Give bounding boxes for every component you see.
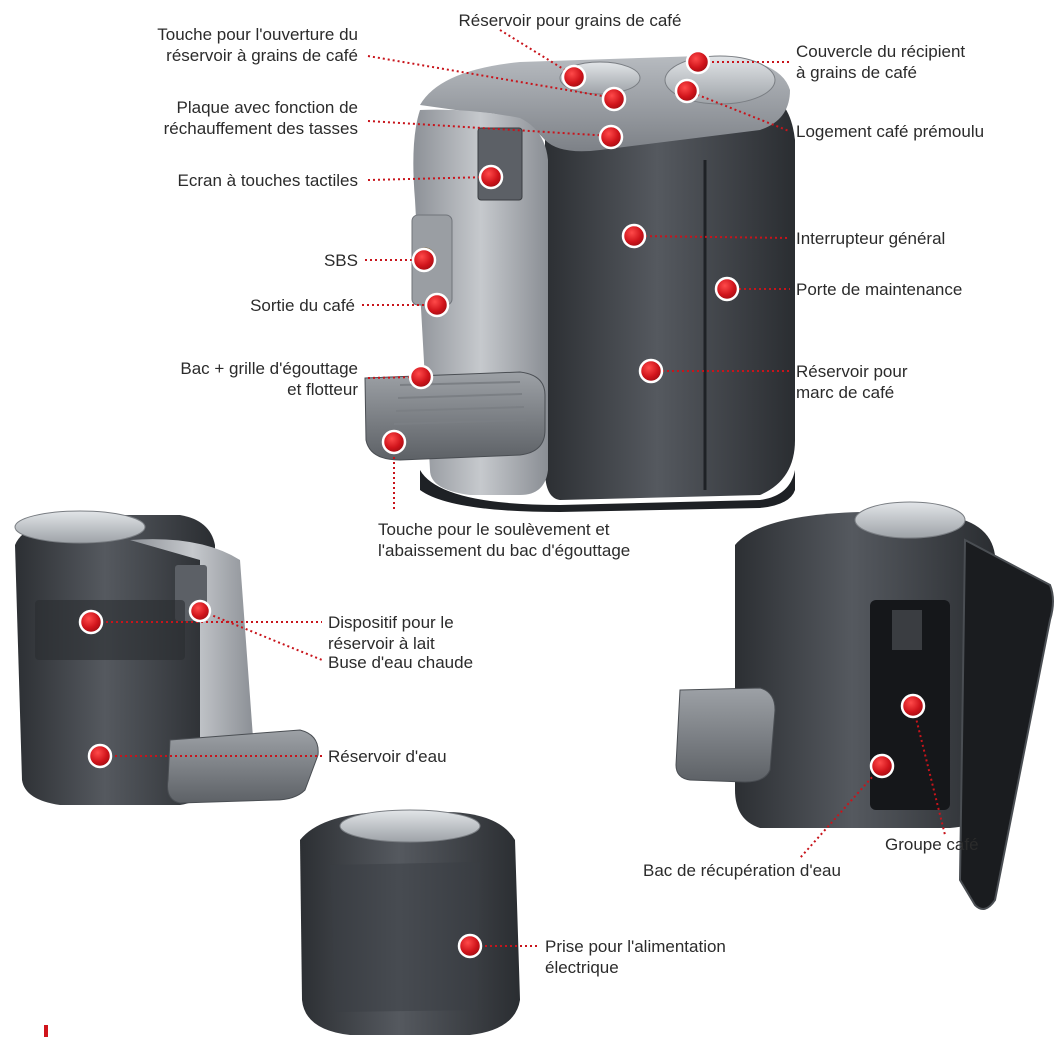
left-machine-illustration [14, 510, 319, 805]
label-touche-soulevement: Touche pour le soulèvement et l'abaissem… [378, 520, 631, 560]
leader-logement [687, 90, 790, 132]
leader-ecran [367, 176, 492, 181]
label-ecran: Ecran à touches tactiles [177, 171, 358, 190]
label-prise: Prise pour l'alimentation électrique [545, 937, 726, 977]
marker-interrupteur [621, 223, 647, 249]
marker-porte [714, 276, 740, 302]
marker-couvercle [685, 49, 711, 75]
marker-touche-ouverture [601, 86, 627, 112]
marker-reservoir-grains [561, 64, 587, 90]
marker-logement [674, 78, 700, 104]
bottom-machine-illustration [300, 809, 520, 1035]
marker-touche-soulevement [381, 429, 407, 455]
leader-bac-recuperation [799, 765, 883, 859]
label-reservoir-eau: Réservoir d'eau [328, 747, 447, 766]
marker-sbs [411, 247, 437, 273]
leader-lines [91, 29, 946, 947]
label-bac-grille: Bac + grille d'égouttage et flotteur [180, 359, 358, 399]
marker-buse [188, 599, 212, 623]
leader-groupe [912, 705, 946, 836]
label-touche-ouverture: Touche pour l'ouverture du réservoir à g… [157, 25, 358, 65]
markers [78, 49, 926, 959]
leader-bac-grille [367, 376, 422, 379]
label-sortie: Sortie du café [250, 296, 355, 315]
label-marc: Réservoir pour marc de café [796, 362, 908, 402]
marker-groupe [900, 693, 926, 719]
marker-ecran [478, 164, 504, 190]
marker-sortie [424, 292, 450, 318]
leader-plaque [367, 120, 612, 137]
marker-marc [638, 358, 664, 384]
label-logement: Logement café prémoulu [796, 122, 985, 141]
marker-prise [457, 933, 483, 959]
marker-dispositif-lait [78, 609, 104, 635]
marker-bac-recuperation [869, 753, 895, 779]
page-tick-mark [44, 1025, 48, 1037]
label-sbs: SBS [323, 251, 358, 270]
label-bac-recuperation: Bac de récupération d'eau [643, 861, 841, 880]
label-reservoir-grains: Réservoir pour grains de café [458, 11, 682, 30]
leader-interrupteur [634, 235, 791, 239]
label-dispositif-lait: Dispositif pour le réservoir à lait [328, 613, 454, 653]
label-interrupteur: Interrupteur général [796, 229, 946, 248]
label-couvercle: Couvercle du récipient à grains de café [796, 42, 966, 82]
label-buse: Buse d'eau chaude [328, 653, 474, 672]
label-groupe: Groupe café [885, 835, 979, 854]
leader-touche-ouverture [367, 55, 615, 99]
marker-bac-grille [408, 364, 434, 390]
leader-reservoir-grains [499, 29, 574, 76]
label-plaque: Plaque avec fonction de réchauffement de… [163, 98, 358, 138]
leader-buse [203, 611, 323, 661]
label-porte: Porte de maintenance [796, 280, 963, 299]
marker-reservoir-eau [87, 743, 113, 769]
marker-plaque [598, 124, 624, 150]
